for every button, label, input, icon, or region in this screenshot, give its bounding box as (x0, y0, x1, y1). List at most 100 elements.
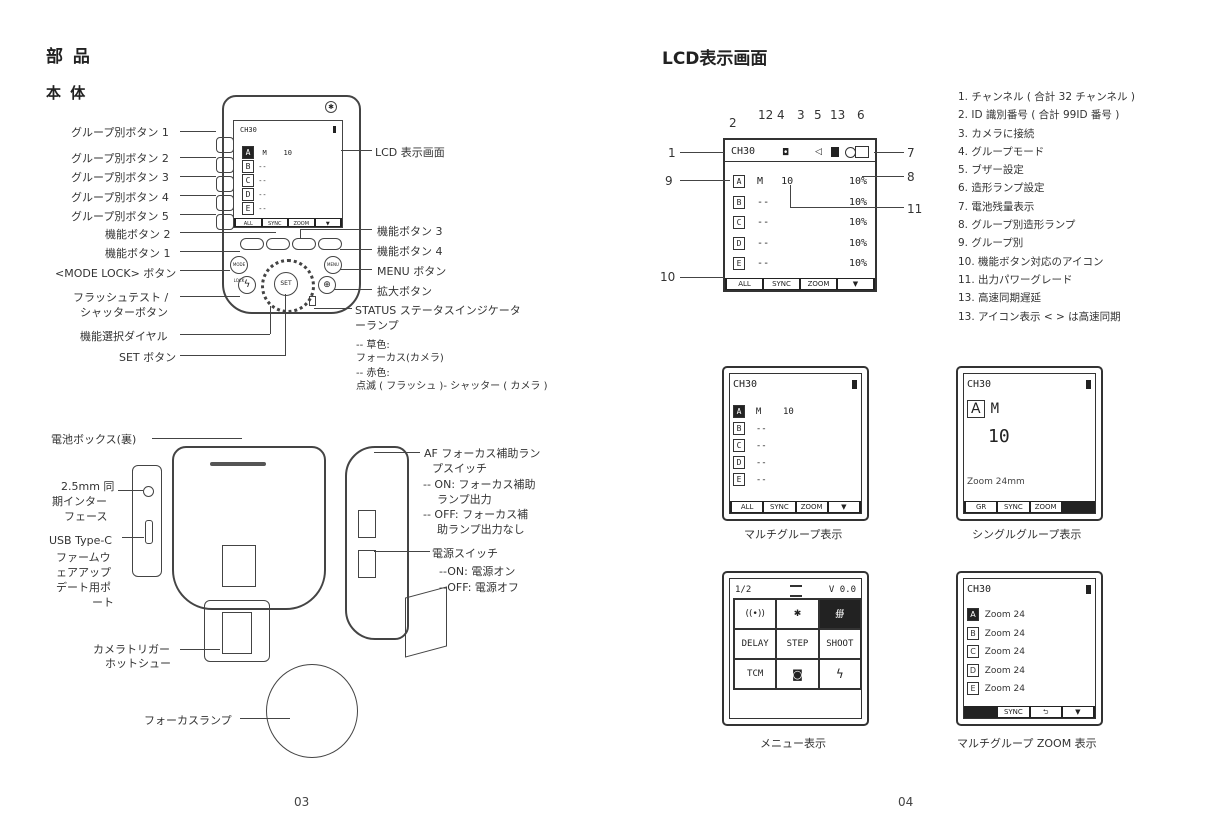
group-button-2[interactable] (216, 157, 234, 173)
label-green-desc: フォーカス(カメラ) (356, 353, 444, 364)
page-title: 部 品 (46, 47, 92, 67)
group-a: A (733, 175, 745, 188)
sync-port (143, 486, 154, 497)
zoom-screen: CH30 A Zoom 24 B Zoom 24 C Zoom 24 D Zoo… (956, 571, 1103, 726)
group-a: A (967, 608, 979, 621)
label-zoom: 拡大ボタン (377, 285, 432, 298)
group-button-4[interactable] (216, 195, 234, 211)
group-d: D (733, 456, 745, 469)
group-c: C (733, 216, 745, 229)
legend: 1. チャンネル ( 合計 32 チャンネル ) 2. ID 識別番号 ( 合計… (958, 88, 1135, 326)
group-e: E (733, 257, 745, 270)
menu-modeling-icon[interactable]: ∰ (818, 599, 861, 629)
label-usb-1: USB Type-C (49, 534, 112, 547)
multi-dash: -- (755, 458, 767, 468)
side-panel (132, 465, 162, 577)
battery-icon (333, 126, 336, 133)
lcd-dash: -- (258, 205, 267, 213)
fbar-gr: GR (966, 502, 997, 512)
menu-shoot[interactable]: SHOOT (818, 629, 861, 659)
row-pct: 10% (848, 196, 867, 208)
lcd-power: 10 (283, 149, 292, 157)
function-button-4[interactable] (318, 238, 342, 250)
label-group-button-2: グループ別ボタン 2 (71, 152, 169, 165)
label-status-2: ーランプ (355, 319, 399, 332)
fbar-sync: SYNC (262, 219, 287, 227)
group-b: B (242, 160, 254, 173)
multi-dash: -- (755, 441, 767, 451)
menu-step[interactable]: STEP (776, 629, 819, 659)
set-button[interactable]: SET (274, 272, 298, 296)
hss-icon (831, 147, 839, 157)
fbar-all: ALL (727, 279, 762, 289)
caption-menu: メニュー表示 (760, 737, 826, 750)
legend-item: 3. カメラに接続 (958, 127, 1035, 140)
menu-tcm[interactable]: TCM (734, 659, 777, 689)
zoom-value: Zoom 24 (984, 628, 1025, 639)
multi-val: 10 (782, 407, 794, 417)
multi-mode: M (755, 407, 762, 417)
lcd-dash: -- (258, 191, 267, 199)
num-1: 1 (668, 146, 676, 160)
row-mode: -- (757, 258, 770, 269)
af-assist-switch[interactable] (358, 510, 376, 538)
legend-item: 11. 出力パワーグレード (958, 273, 1073, 286)
row-mode: -- (757, 217, 770, 228)
num-9: 9 (665, 174, 673, 188)
fbar-down: ▼ (838, 279, 873, 289)
fbar-sync: SYNC (998, 502, 1029, 512)
label-group-button-4: グループ別ボタン 4 (71, 191, 169, 204)
battery-door (222, 545, 256, 587)
group-e: E (733, 473, 745, 486)
menu-button[interactable]: MENU (324, 256, 342, 274)
group-button-3[interactable] (216, 176, 234, 192)
menu-flash-icon[interactable]: ϟ (818, 659, 861, 689)
label-focus-lamp: フォーカスランプ (144, 714, 232, 727)
num-8: 8 (907, 170, 915, 184)
group-d: D (733, 236, 745, 250)
lcd-channel: CH30 (240, 126, 257, 134)
label-function-button-4: 機能ボタン 4 (377, 245, 443, 258)
device-back (172, 446, 326, 610)
page-title-right: LCD表示画面 (662, 49, 768, 69)
focus-lamp-detail (266, 664, 358, 758)
battery-icon (852, 380, 857, 389)
status-lamp (309, 296, 316, 306)
usb-c-port (145, 520, 153, 544)
menu-delay[interactable]: DELAY (734, 629, 777, 659)
label-hotshoe-2: ホットシュー (105, 657, 171, 670)
function-button-1[interactable] (240, 238, 264, 250)
label-flash-test-1: フラッシュテスト / (73, 291, 169, 304)
flash-test-button[interactable]: ϟ (238, 276, 256, 294)
num-4: 4 (777, 108, 785, 122)
menu-lamp-icon[interactable]: ◙ (776, 659, 819, 689)
function-button-3[interactable] (292, 238, 316, 250)
function-dial[interactable] (261, 259, 315, 313)
single-zoom: Zoom 24mm (967, 477, 1025, 487)
legend-item: 13. アイコン表示 < > は高速同期 (958, 310, 1121, 323)
label-function-button-3: 機能ボタン 3 (377, 225, 443, 238)
menu-wireless-icon[interactable]: ((•)) (734, 599, 777, 629)
row-mode: -- (757, 237, 770, 249)
function-button-2[interactable] (266, 238, 290, 250)
group-button-5[interactable] (216, 214, 234, 230)
device-lcd: CH30 A M 10 B -- C -- D -- E -- ALL SYNC… (233, 120, 343, 228)
fbar-down: ▼ (828, 502, 859, 512)
group-b: B (733, 195, 745, 209)
num-11: 11 (907, 202, 923, 216)
mode-lock-button[interactable]: MODE LOCK (230, 256, 248, 283)
menu-bluetooth-icon[interactable]: ✱ (776, 599, 819, 629)
label-flash-test-2: シャッターボタン (80, 306, 168, 319)
power-switch[interactable] (358, 550, 376, 578)
hot-shoe (204, 600, 270, 662)
battery-icon (1086, 585, 1091, 594)
label-af-off-2: 助ランプ出力なし (437, 523, 525, 536)
battery-icon (855, 146, 869, 158)
group-button-1[interactable] (216, 137, 234, 153)
group-b: B (967, 626, 979, 640)
label-sync-2: 期インター (52, 495, 107, 508)
zoom-button[interactable]: ⊕ (318, 276, 336, 294)
label-group-button-3: グループ別ボタン 3 (71, 171, 169, 184)
label-set: SET ボタン (119, 351, 177, 364)
fbar-zoom: ZOOM (289, 219, 314, 227)
